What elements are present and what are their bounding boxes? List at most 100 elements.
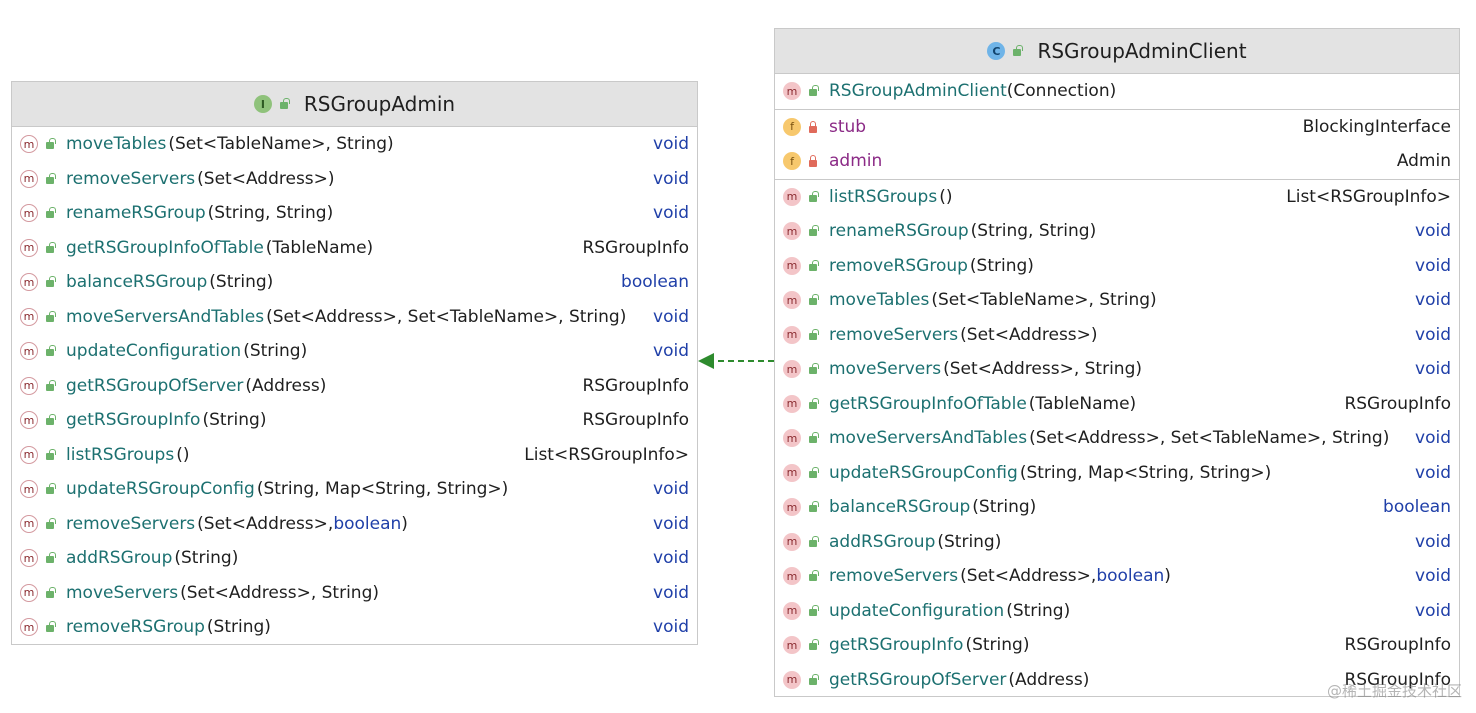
section-divider — [775, 178, 1459, 180]
method-params: (String) — [1006, 600, 1071, 621]
method-params: (String, Map<String, String>) — [256, 479, 509, 500]
method-icon: m — [20, 307, 38, 326]
public-lock-icon — [44, 241, 56, 254]
method-name: balanceRSGroup — [66, 272, 208, 293]
method-params: (Address) — [245, 375, 327, 396]
method-params: (Set<TableName>, String) — [168, 134, 394, 155]
public-lock-icon — [44, 448, 56, 461]
method-icon: m — [783, 601, 801, 620]
method-name: listRSGroups — [66, 444, 175, 465]
private-lock-icon — [807, 120, 819, 133]
return-type: RSGroupInfo — [1344, 393, 1451, 414]
method-name: moveServersAndTables — [829, 428, 1028, 449]
public-lock-icon — [44, 552, 56, 564]
method-params: (String) — [209, 272, 274, 293]
method-icon: m — [20, 411, 38, 430]
method-name: getRSGroupInfoOfTable — [829, 393, 1027, 414]
public-lock-icon — [44, 310, 56, 323]
method-icon: m — [20, 238, 38, 257]
field-name: stub — [829, 116, 867, 137]
method-name: moveServers — [829, 359, 942, 380]
constructor-row: m RSGroupAdminClient (Connection) — [775, 74, 1459, 109]
return-type: void — [1415, 428, 1451, 449]
return-type: void — [1415, 566, 1451, 587]
rsgroupadmin-interface-box: I RSGroupAdmin m moveTables(Set<TableName… — [11, 81, 698, 645]
return-type: RSGroupInfo — [582, 237, 689, 258]
method-icon: m — [20, 273, 38, 292]
method-name: removeServers — [829, 566, 959, 587]
public-lock-icon — [278, 98, 290, 110]
field-list: f stub BlockingInterface f admin Admin — [775, 110, 1459, 179]
public-lock-icon — [807, 604, 819, 617]
method-row: m updateRSGroupConfig(String, Map<String,… — [12, 472, 697, 507]
method-icon: m — [783, 670, 801, 689]
public-lock-icon — [807, 673, 819, 686]
field-name: admin — [829, 151, 883, 172]
method-params: (Set<Address>, String) — [180, 582, 380, 603]
method-params: () — [939, 186, 953, 207]
return-type: void — [1415, 221, 1451, 242]
method-params: (TableName) — [265, 237, 374, 258]
method-icon: m — [783, 498, 801, 517]
method-icon: m — [20, 204, 38, 223]
rsgroupadmin-title: RSGroupAdmin — [303, 92, 456, 116]
method-icon: m — [20, 583, 38, 602]
return-type: List<RSGroupInfo> — [1286, 186, 1451, 207]
method-icon: m — [783, 394, 801, 413]
method-icon: m — [20, 480, 38, 499]
method-params: (String) — [969, 255, 1034, 276]
method-name: removeServers — [829, 324, 959, 345]
interface-icon: I — [253, 95, 272, 113]
method-name: moveServers — [66, 582, 179, 603]
method-params: () — [176, 444, 190, 465]
method-name: updateConfiguration — [66, 341, 242, 362]
return-type: void — [653, 513, 689, 534]
return-type: boolean — [1383, 497, 1451, 518]
method-name: renameRSGroup — [66, 203, 206, 224]
method-icon: m — [783, 463, 801, 482]
method-name: renameRSGroup — [829, 221, 969, 242]
method-icon: m — [783, 291, 801, 310]
field-icon: f — [783, 117, 801, 136]
method-icon: m — [20, 514, 38, 533]
method-name: getRSGroupInfo — [66, 410, 201, 431]
method-params: (Set<Address>, — [197, 513, 334, 534]
section-divider — [775, 108, 1459, 110]
method-name: updateRSGroupConfig — [66, 479, 255, 500]
return-type: void — [1415, 531, 1451, 552]
field-type: BlockingInterface — [1302, 116, 1451, 137]
public-lock-icon — [44, 586, 56, 599]
return-type: void — [653, 134, 689, 155]
field-type: Admin — [1396, 151, 1451, 172]
method-name: moveTables — [66, 134, 167, 155]
return-type: RSGroupInfo — [582, 410, 689, 431]
method-params: (Set<Address>, Set<TableName>, String) — [1029, 428, 1390, 449]
method-params-end: ) — [401, 513, 408, 534]
method-icon: m — [20, 445, 38, 464]
method-icon: m — [20, 169, 38, 188]
return-type: RSGroupInfo — [1344, 635, 1451, 656]
method-params: (String) — [243, 341, 308, 362]
class-icon: C — [987, 42, 1006, 60]
method-name: getRSGroupOfServer — [66, 375, 244, 396]
field-icon: f — [783, 152, 801, 171]
method-name: removeServers — [66, 168, 196, 189]
method-params-end: ) — [1164, 566, 1171, 587]
public-lock-icon — [44, 517, 56, 530]
method-params: (Set<TableName>, String) — [931, 290, 1157, 311]
public-lock-icon — [44, 138, 56, 150]
rsgroupadmin-header: I RSGroupAdmin — [12, 82, 697, 127]
method-icon: m — [783, 325, 801, 344]
method-icon: m — [20, 135, 38, 154]
method-name: addRSGroup — [66, 548, 173, 569]
